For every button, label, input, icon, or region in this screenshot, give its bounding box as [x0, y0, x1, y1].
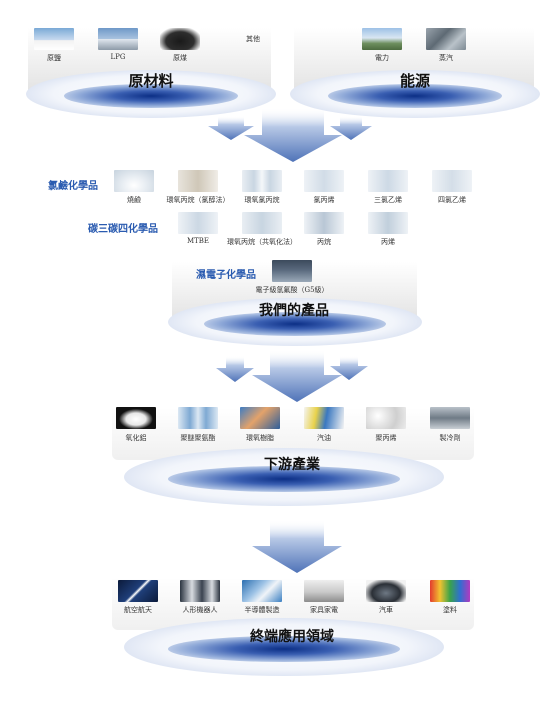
humanoid-robot-photo: [180, 580, 220, 602]
raw-materials-disc: [64, 84, 238, 108]
products-heading: 我們的產品: [259, 303, 329, 319]
downstream-disc: [168, 466, 400, 492]
raw-item-label: 原鹽: [47, 54, 61, 62]
products-disc: [204, 312, 386, 336]
other-label: 其他: [246, 35, 260, 43]
energy-item-label: 蒸汽: [439, 54, 453, 62]
flask-photo: [368, 170, 408, 192]
product-label: 環氧丙烷（氯醇法）: [166, 196, 230, 204]
product-label: 環氧丙烷（共氧化法）: [227, 238, 297, 246]
chlor-alkali-category: 氯鹼化學品: [48, 181, 98, 192]
electronic-category: 濕電子化學品: [196, 270, 256, 281]
end-use-label: 家具家電: [310, 606, 338, 614]
energy-heading: 能源: [399, 72, 431, 90]
arrow-down-icon: [330, 356, 368, 380]
gasoline-photo: [304, 407, 344, 429]
flask-photo: [304, 212, 344, 234]
end-use-label: 人形機器人: [182, 606, 218, 614]
flask-photo: [432, 170, 472, 192]
flask-photo: [368, 212, 408, 234]
end-use-disc: [168, 636, 400, 662]
paint-photo: [430, 580, 470, 602]
energy-item-label: 電力: [375, 54, 389, 62]
end-use-label: 塗料: [443, 606, 457, 614]
c3-c4-category: 碳三碳四化學品: [88, 224, 158, 235]
downstream-label: 汽油: [317, 434, 331, 442]
end-use-label: 汽車: [379, 606, 393, 614]
aerospace-photo: [118, 580, 158, 602]
end-use-label: 航空航天: [124, 606, 152, 614]
bottle-photo: [178, 170, 218, 192]
caustic-soda-photo: [114, 170, 154, 192]
refrigerant-photo: [430, 407, 470, 429]
product-label: 三氯乙烯: [374, 196, 402, 204]
chemical-bottles-photo: [272, 260, 312, 282]
raw-item-label: 原煤: [173, 54, 187, 62]
downstream-label: 氧化鋁: [125, 434, 147, 442]
product-label: 環氧氯丙烷: [244, 196, 280, 204]
salt-field-photo: [34, 28, 74, 50]
epoxy-resin-photo: [240, 407, 280, 429]
end-use-heading: 終端應用領域: [250, 629, 334, 645]
power-plant-photo: [362, 28, 402, 50]
raw-materials-heading: 原材料: [128, 72, 174, 90]
car-photo: [366, 580, 406, 602]
arrow-down-icon: [252, 350, 342, 402]
flask-photo: [178, 212, 218, 234]
steam-plant-photo: [426, 28, 466, 50]
flask-photo: [304, 170, 344, 192]
product-label: 電子級氫氟酸（G5級）: [255, 286, 329, 294]
downstream-heading: 下游產業: [264, 457, 320, 473]
downstream-label: 聚醚聚氨酯: [180, 434, 216, 442]
product-label: 氯丙烯: [313, 196, 335, 204]
end-use-label: 半導體製造: [244, 606, 280, 614]
arrow-down-icon: [252, 520, 342, 573]
semiconductor-photo: [242, 580, 282, 602]
downstream-label: 聚丙烯: [375, 434, 397, 442]
polyether-photo: [178, 407, 218, 429]
product-label: MTBE: [186, 237, 210, 245]
product-label: 燒鹼: [127, 196, 141, 204]
energy-disc: [328, 84, 502, 108]
arrow-down-icon: [330, 116, 372, 140]
product-label: 丙烯: [381, 238, 395, 246]
downstream-label: 環氧樹脂: [246, 434, 274, 442]
product-label: 丙烷: [317, 238, 331, 246]
coal-photo: [160, 28, 200, 50]
lpg-tanks-photo: [98, 28, 138, 50]
arrow-down-icon: [244, 108, 342, 162]
flask-photo: [242, 170, 282, 192]
raw-item-label: LPG: [110, 53, 126, 61]
arrow-down-icon: [208, 116, 254, 140]
arrow-down-icon: [216, 356, 254, 382]
furniture-appliance-photo: [304, 580, 344, 602]
downstream-label: 製冷劑: [439, 434, 461, 442]
flask-photo: [242, 212, 282, 234]
product-label: 四氯乙烯: [438, 196, 466, 204]
polypropylene-photo: [366, 407, 406, 429]
alumina-photo: [116, 407, 156, 429]
